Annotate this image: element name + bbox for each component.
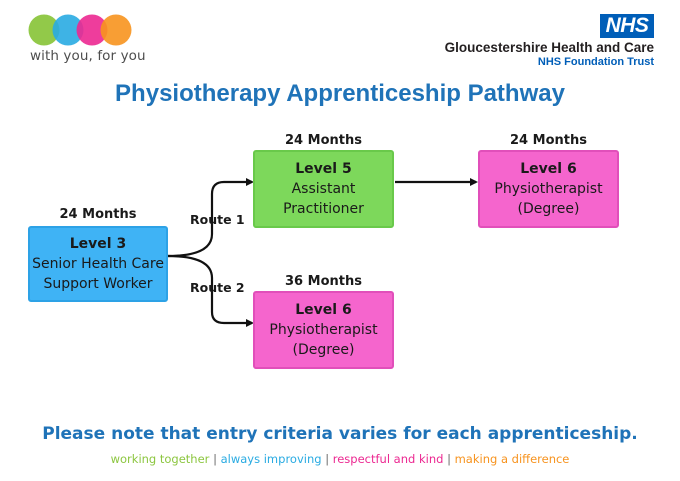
logo-tagline: with you, for you (30, 48, 146, 64)
level5-box: Level 5 Assistant Practitioner (253, 150, 394, 228)
level6-bottom-role-line1: Physiotherapist (269, 322, 378, 338)
logo-circle-orange (100, 14, 132, 46)
route-1-label: Route 1 (190, 212, 245, 227)
level6-top-duration: 24 Months (510, 133, 587, 148)
value-working-together: working together (110, 452, 210, 466)
level6-top-box: Level 6 Physiotherapist (Degree) (478, 150, 619, 228)
level5-role-line1: Assistant (291, 181, 356, 197)
values-separator: | (325, 452, 330, 466)
logo-circle-blue (52, 14, 84, 46)
level6-bottom-title: Level 6 (295, 302, 352, 318)
logo-circle-green (28, 14, 60, 46)
trust-logo-circles (28, 14, 132, 46)
level6-top-role-line1: Physiotherapist (494, 181, 603, 197)
route-1-arrow (167, 178, 254, 258)
level3-duration: 24 Months (59, 207, 137, 222)
level6-bottom-role-line2: (Degree) (292, 342, 355, 358)
route-2-label: Route 2 (190, 280, 245, 295)
level6-bottom-box: Level 6 Physiotherapist (Degree) (253, 291, 394, 369)
values-separator: | (213, 452, 217, 466)
level3-title: Level 3 (69, 236, 127, 252)
organisation-trust: NHS Foundation Trust (537, 56, 654, 68)
value-always-improving: always improving (220, 452, 322, 466)
level5-duration: 24 Months (285, 133, 362, 148)
level6-bottom-duration: 36 Months (285, 274, 362, 289)
value-respectful-and-kind: respectful and kind (332, 452, 444, 466)
value-making-a-difference: making a difference (454, 452, 570, 466)
logo-circle-pink (76, 14, 108, 46)
level3-box: Level 3 Senior Health Care Support Worke… (28, 226, 168, 302)
organisation-name: Gloucestershire Health and Care (444, 40, 654, 55)
route-2-arrow (167, 254, 254, 327)
level3-role-line2: Support Worker (43, 276, 153, 292)
level6-top-role-line2: (Degree) (517, 201, 580, 217)
page-title: Physiotherapy Apprenticeship Pathway (115, 80, 565, 107)
nhs-logo: NHS (600, 14, 654, 38)
level5-role-line2: Practitioner (283, 201, 364, 217)
values-strapline: working together | always improving | re… (0, 452, 680, 466)
entry-criteria-note: Please note that entry criteria varies f… (42, 424, 638, 444)
level5-title: Level 5 (295, 161, 352, 177)
level3-role-line1: Senior Health Care (32, 256, 164, 272)
level6-top-title: Level 6 (520, 161, 577, 177)
values-separator: | (447, 452, 451, 466)
